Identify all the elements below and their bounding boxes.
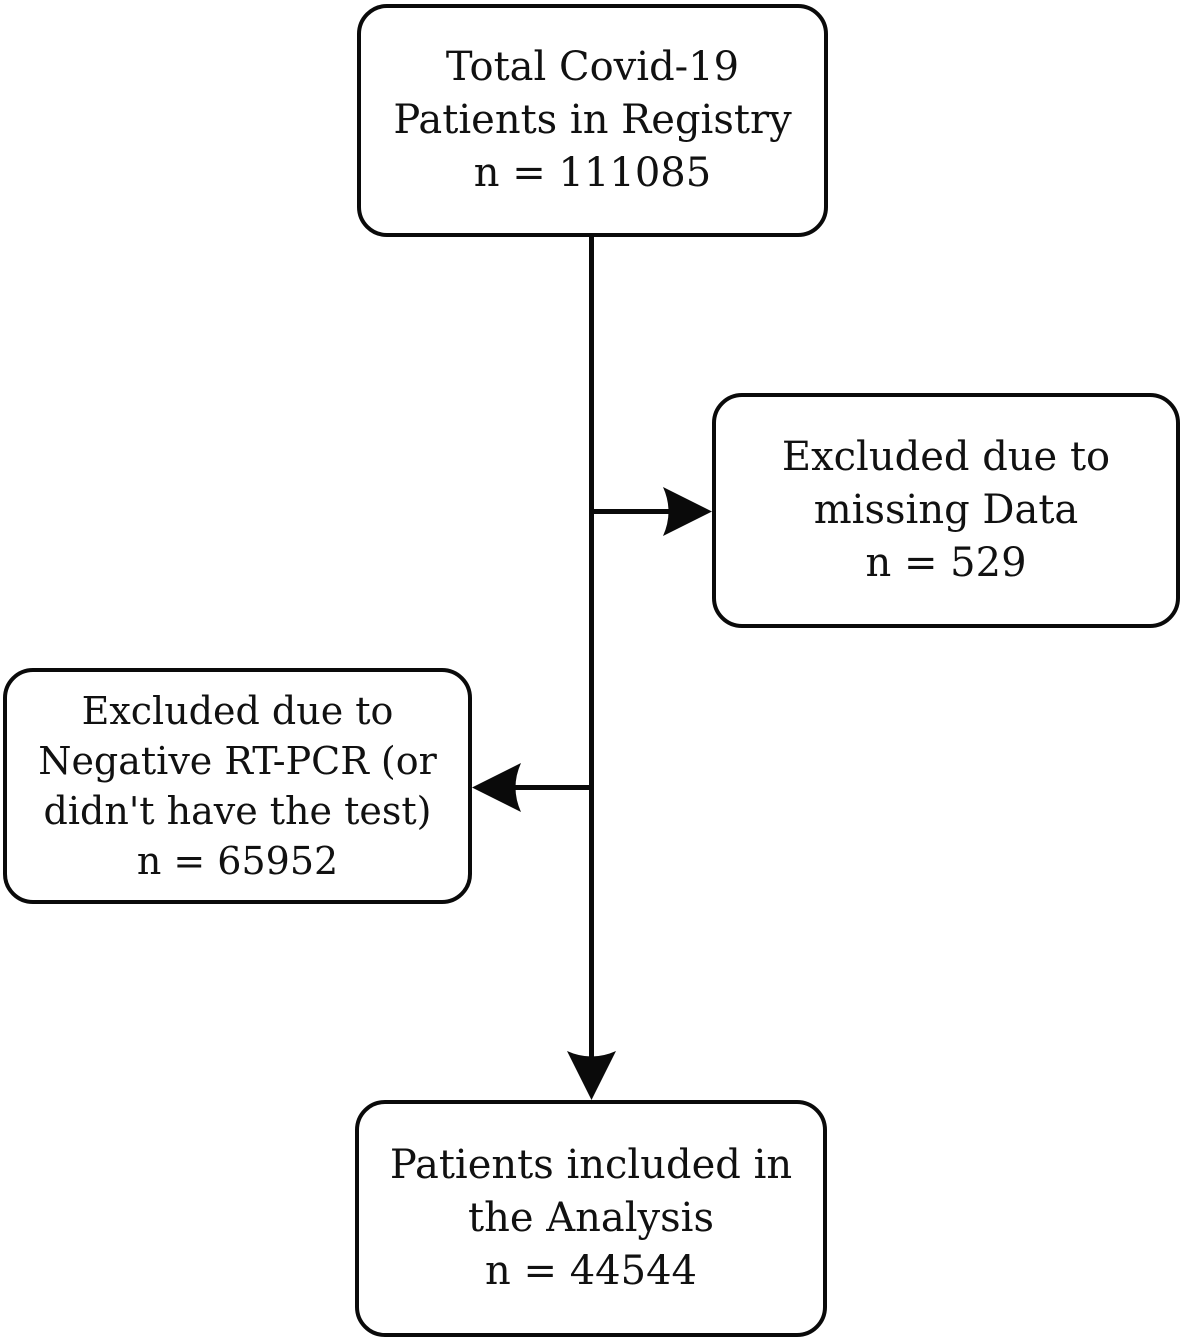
arrowhead-right-icon — [663, 487, 712, 536]
node-text-line: Negative RT-PCR (or — [38, 739, 437, 783]
arrowhead-left-icon — [472, 763, 521, 812]
node-count: n = 65952 — [136, 839, 339, 883]
node-excluded-negative-rtpcr: Excluded due to Negative RT-PCR (or didn… — [3, 668, 472, 904]
node-text-line: the Analysis — [468, 1195, 714, 1241]
node-text-line: Patients included in — [389, 1142, 793, 1188]
node-excluded-missing-data: Excluded due to missing Data n = 529 — [712, 393, 1180, 628]
node-count: n = 111085 — [473, 150, 712, 196]
node-text-line: Total Covid-19 — [445, 44, 740, 90]
node-count: n = 529 — [865, 540, 1027, 586]
node-text-line: missing Data — [813, 487, 1079, 533]
arrowhead-down-icon — [567, 1051, 616, 1100]
node-count: n = 44544 — [485, 1248, 697, 1294]
node-text-line: didn't have the test) — [43, 789, 432, 833]
node-total-patients: Total Covid-19 Patients in Registry n = … — [357, 4, 828, 237]
node-text-line: Excluded due to — [81, 689, 394, 733]
node-patients-included: Patients included in the Analysis n = 44… — [355, 1100, 827, 1337]
node-text-line: Excluded due to — [781, 434, 1111, 480]
node-text-line: Patients in Registry — [393, 97, 792, 143]
